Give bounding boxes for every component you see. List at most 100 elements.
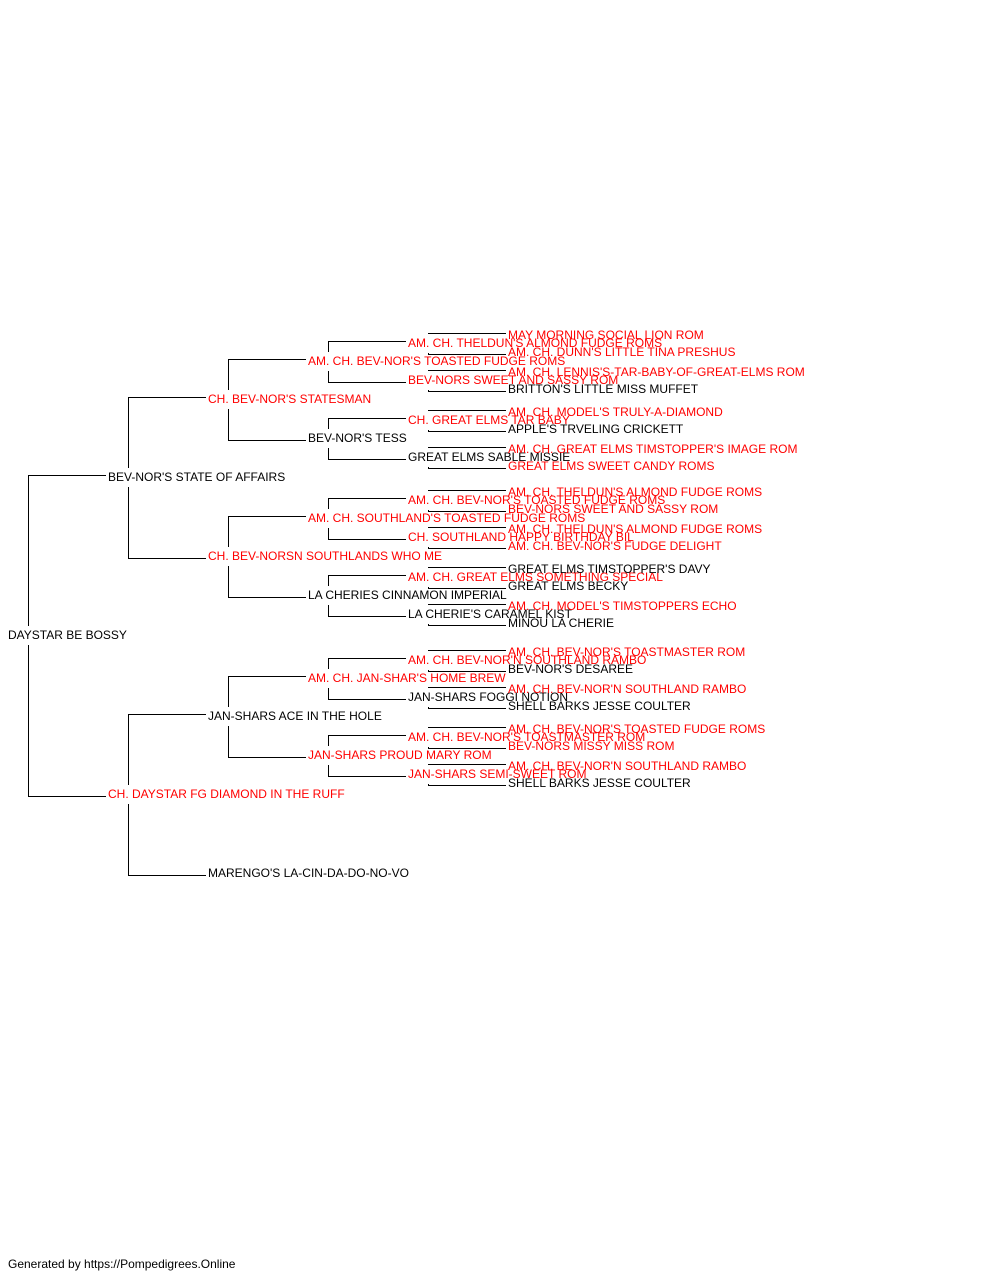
sire-connector [228,675,229,707]
dam-connector [428,509,429,511]
sire-branch [428,489,506,491]
dam-branch [428,784,506,786]
sire-branch [428,526,506,528]
ancestor-name: AM. CH. BEV-NOR'S TOASTED FUDGE ROMS [508,721,766,736]
sire-branch [428,763,506,765]
ancestor-name: GREAT ELMS BECKY [508,578,629,593]
sire-connector [128,396,129,468]
dam-connector [428,623,429,625]
ancestor-name: BEV-NOR'S STATE OF AFFAIRS [108,469,286,484]
ancestor-name: AM. CH. JAN-SHAR'S HOME BREW [308,670,506,685]
dam-branch [328,458,406,460]
sire-connector [328,497,329,509]
ancestor-name: AM. CH. BEV-NOR'N SOUTHLAND RAMBO [408,652,647,667]
sire-branch [128,396,206,398]
sire-branch [428,649,506,651]
dam-branch [428,624,506,626]
sire-branch [428,566,506,568]
dam-connector [428,586,429,588]
sire-branch [428,686,506,688]
sire-connector [228,515,229,547]
ancestor-name: CH. BEV-NORSN SOUTHLANDS WHO ME [208,548,443,563]
sire-branch [328,657,406,659]
dam-branch [428,353,506,355]
sire-branch [328,497,406,499]
ancestor-name: APPLE'S TRVELING CRICKETT [508,421,684,436]
sire-connector [328,340,329,352]
ancestor-name: AM. CH. BEV-NOR'S TOASTED FUDGE ROMS [408,492,666,507]
ancestor-name: JAN-SHARS PROUD MARY ROM [308,747,492,762]
dam-branch [228,756,306,758]
sire-branch [428,332,506,334]
dam-connector [328,687,329,699]
ancestor-name: AM. CH. MODEL'S TIMSTOPPERS ECHO [508,598,737,613]
sire-connector [328,734,329,746]
ancestor-name: AM. CH. BEV-NOR'N SOUTHLAND RAMBO [508,681,747,696]
ancestor-name: AM. CH. GREAT ELMS SOMETHING SPECIAL [408,569,663,584]
dam-connector [428,706,429,708]
dam-branch [428,467,506,469]
dam-connector [228,725,229,757]
ancestor-name: MARENGO'S LA-CIN-DA-DO-NO-VO [208,865,409,880]
footer-credit: Generated by https://Pompedigrees.Online [8,1257,236,1271]
ancestor-name: JAN-SHARS SEMI-SWEET ROM [408,766,587,781]
dam-branch [228,439,306,441]
ancestor-name: LA CHERIES CINNAMON IMPERIAL [308,587,507,602]
dam-connector [328,370,329,382]
dam-connector [328,527,329,539]
sire-branch [428,726,506,728]
sire-branch [228,675,306,677]
sire-branch [228,515,306,517]
sire-connector [328,657,329,669]
ancestor-name: SHELL BARKS JESSE COULTER [508,775,691,790]
sire-branch [428,369,506,371]
ancestor-name: MAY MORNING SOCIAL LION ROM [508,327,704,342]
ancestor-name: GREAT ELMS TIMSTOPPER'S DAVY [508,561,711,576]
dam-connector [428,669,429,671]
ancestor-name: AM. CH. DUNN'S LITTLE TINA PRESHUS [508,344,736,359]
ancestor-name: BEV-NORS MISSY MISS ROM [508,738,675,753]
dam-connector [428,546,429,548]
sire-connector [228,358,229,390]
sire-connector [328,574,329,586]
sire-branch [328,340,406,342]
ancestor-name: GREAT ELMS SABLE MISSIE [408,449,571,464]
ancestor-name: AM. CH. BEV-NOR'S TOASTED FUDGE ROMS [308,353,566,368]
ancestor-name: JAN-SHARS ACE IN THE HOLE [208,708,382,723]
dam-connector [428,783,429,785]
dam-connector [428,352,429,354]
sire-connector [328,417,329,429]
dam-branch [28,795,106,797]
dam-branch [428,670,506,672]
dam-connector [228,565,229,597]
ancestor-name: AM. CH. THELDUN'S ALMOND FUDGE ROMS [408,335,663,350]
dam-branch [128,874,206,876]
sire-branch [128,713,206,715]
dam-branch [128,557,206,559]
sire-branch [228,358,306,360]
sire-branch [428,603,506,605]
dam-connector [428,429,429,431]
ancestor-name: AM. CH. BEV-NOR'N SOUTHLAND RAMBO [508,758,747,773]
ancestor-name: AM. CH. SOUTHLAND'S TOASTED FUDGE ROMS [308,510,586,525]
sire-branch [328,417,406,419]
ancestor-name: MINOU LA CHERIE [508,615,615,630]
dam-connector [128,803,129,875]
ancestor-name: CH. SOUTHLAND HAPPY BIRTHDAY BIL [408,529,634,544]
dam-branch [428,707,506,709]
dam-connector [328,447,329,459]
dam-branch [428,587,506,589]
ancestor-name: BEV-NORS SWEET AND SASSY ROM [408,372,619,387]
sire-branch [428,409,506,411]
ancestor-name: AM. CH. BEV-NOR'S TOASTMASTER ROM [508,644,746,659]
dam-branch [428,547,506,549]
dam-branch [428,390,506,392]
ancestor-name: LA CHERIE'S CARAMEL KIST [408,606,572,621]
dam-branch [428,430,506,432]
dam-connector [328,604,329,616]
dam-branch [328,615,406,617]
ancestor-name: BEV-NORS SWEET AND SASSY ROM [508,501,719,516]
ancestor-name: AM. CH. LENNIS'S-TAR-BABY-OF-GREAT-ELMS … [508,364,805,379]
dam-branch [328,698,406,700]
